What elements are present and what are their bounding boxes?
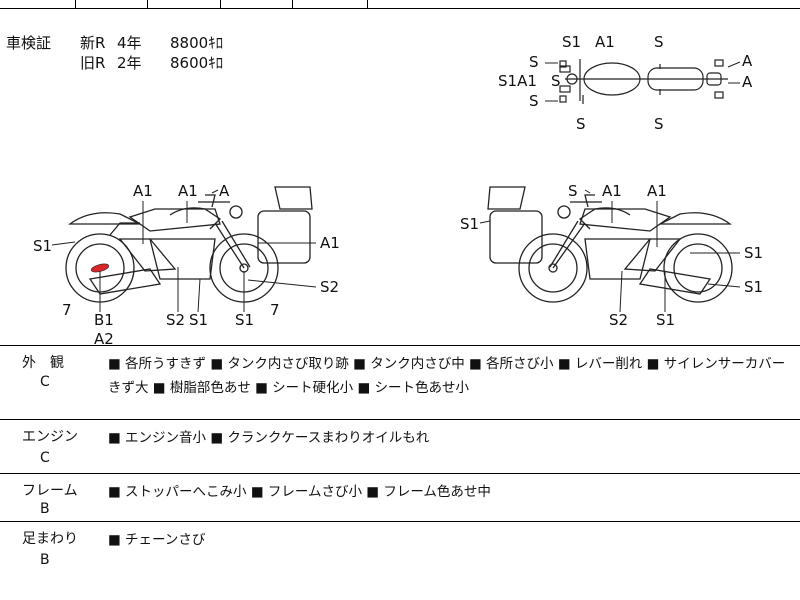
damage-code: A1 — [602, 182, 622, 200]
damage-code: S — [529, 92, 539, 110]
damage-code: S2 — [166, 311, 185, 329]
grade-value: C — [40, 450, 50, 466]
damage-code: S1 — [235, 311, 254, 329]
shaken-price-2: 8600ｷﾛ — [170, 54, 224, 72]
damage-code: S1 — [460, 215, 479, 233]
damage-code: S — [654, 33, 664, 51]
table-divider — [292, 0, 293, 8]
category-label: フレーム — [22, 483, 78, 499]
damage-code: S1 — [656, 311, 675, 329]
damage-code: S1 — [744, 278, 763, 296]
damage-code: A — [742, 73, 753, 91]
left-side-motorcycle — [65, 186, 313, 303]
inspection-notes: ■ チェーンさび — [108, 532, 206, 548]
inspection-row-frame: フレーム B ■ ストッパーへこみ小 ■ フレームさび小 ■ フレーム色あせ中 — [0, 474, 800, 522]
shaken-years-1: 4年 — [117, 34, 142, 52]
top-view-labels: S1 A1 S S S1A1 S S S S A A — [498, 33, 753, 133]
table-divider — [367, 0, 368, 8]
damage-code: 7 — [62, 301, 72, 319]
damage-code: A — [219, 182, 230, 200]
grade-value: B — [40, 501, 50, 517]
damage-code: S2 — [320, 278, 339, 296]
damage-code: A2 — [94, 330, 114, 345]
damage-code: A1 — [133, 182, 153, 200]
damage-code: S1 — [744, 244, 763, 262]
damage-code: A1 — [595, 33, 615, 51]
shaken-type-1: 新R — [80, 34, 106, 52]
category-label: 外 観 — [22, 355, 64, 371]
damage-code: A — [742, 52, 753, 70]
table-divider — [220, 0, 221, 8]
damage-code: S — [654, 115, 664, 133]
top-table-strip — [0, 0, 800, 9]
motorcycle-diagram-svg: S1 A1 S S S1A1 S S S S A A — [33, 33, 763, 345]
shaken-type-2: 旧R — [80, 54, 106, 72]
shaken-label: 車検証 — [6, 34, 52, 52]
inspection-row-engine: エンジン C ■ エンジン音小 ■ クランクケースまわりオイルもれ — [0, 420, 800, 474]
left-side-labels: A1 A1 A S1 A1 7 B1 A2 S2 S1 S1 S2 7 — [33, 182, 340, 345]
damage-code: S — [529, 53, 539, 71]
damage-code: S2 — [609, 311, 628, 329]
shaken-years-2: 2年 — [117, 54, 142, 72]
damage-code: 7 — [270, 301, 280, 319]
damage-diagram-section: 車検証 新R 4年 8800ｷﾛ 旧R 2年 8600ｷﾛ S1 A1 — [0, 9, 800, 346]
category-label: 足まわり — [22, 531, 78, 547]
damage-code: S1 — [33, 237, 52, 255]
damage-code: S1A1 — [498, 72, 537, 90]
top-view-motorcycle — [559, 59, 728, 104]
inspection-notes: ■ エンジン音小 ■ クランクケースまわりオイルもれ — [108, 430, 430, 446]
damage-code: A1 — [320, 234, 340, 252]
table-divider — [147, 0, 148, 8]
right-side-motorcycle — [487, 186, 733, 303]
grade-value: B — [40, 552, 50, 568]
right-side-labels: S A1 A1 S1 S1 S1 S2 S1 — [460, 182, 763, 329]
inspection-row-suspension: 足まわり B ■ チェーンさび — [0, 522, 800, 600]
damage-code: B1 — [94, 311, 114, 329]
table-divider — [75, 0, 76, 8]
damage-code: S — [576, 115, 586, 133]
damage-code: S — [551, 72, 561, 90]
left-side-damage-mark — [90, 263, 110, 273]
inspection-row-exterior: 外 観 C ■ 各所うすきず ■ タンク内さび取り跡 ■ タンク内さび中 ■ 各… — [0, 346, 800, 420]
inspection-notes: ■ 各所うすきず ■ タンク内さび取り跡 ■ タンク内さび中 ■ 各所さび小 ■… — [108, 356, 786, 396]
damage-code: S1 — [562, 33, 581, 51]
damage-code: S — [568, 182, 578, 200]
damage-code: A1 — [178, 182, 198, 200]
damage-code: S1 — [189, 311, 208, 329]
grade-value: C — [40, 374, 50, 390]
damage-code: A1 — [647, 182, 667, 200]
shaken-price-1: 8800ｷﾛ — [170, 34, 224, 52]
inspection-notes: ■ ストッパーへこみ小 ■ フレームさび小 ■ フレーム色あせ中 — [108, 484, 491, 500]
category-label: エンジン — [22, 429, 78, 445]
